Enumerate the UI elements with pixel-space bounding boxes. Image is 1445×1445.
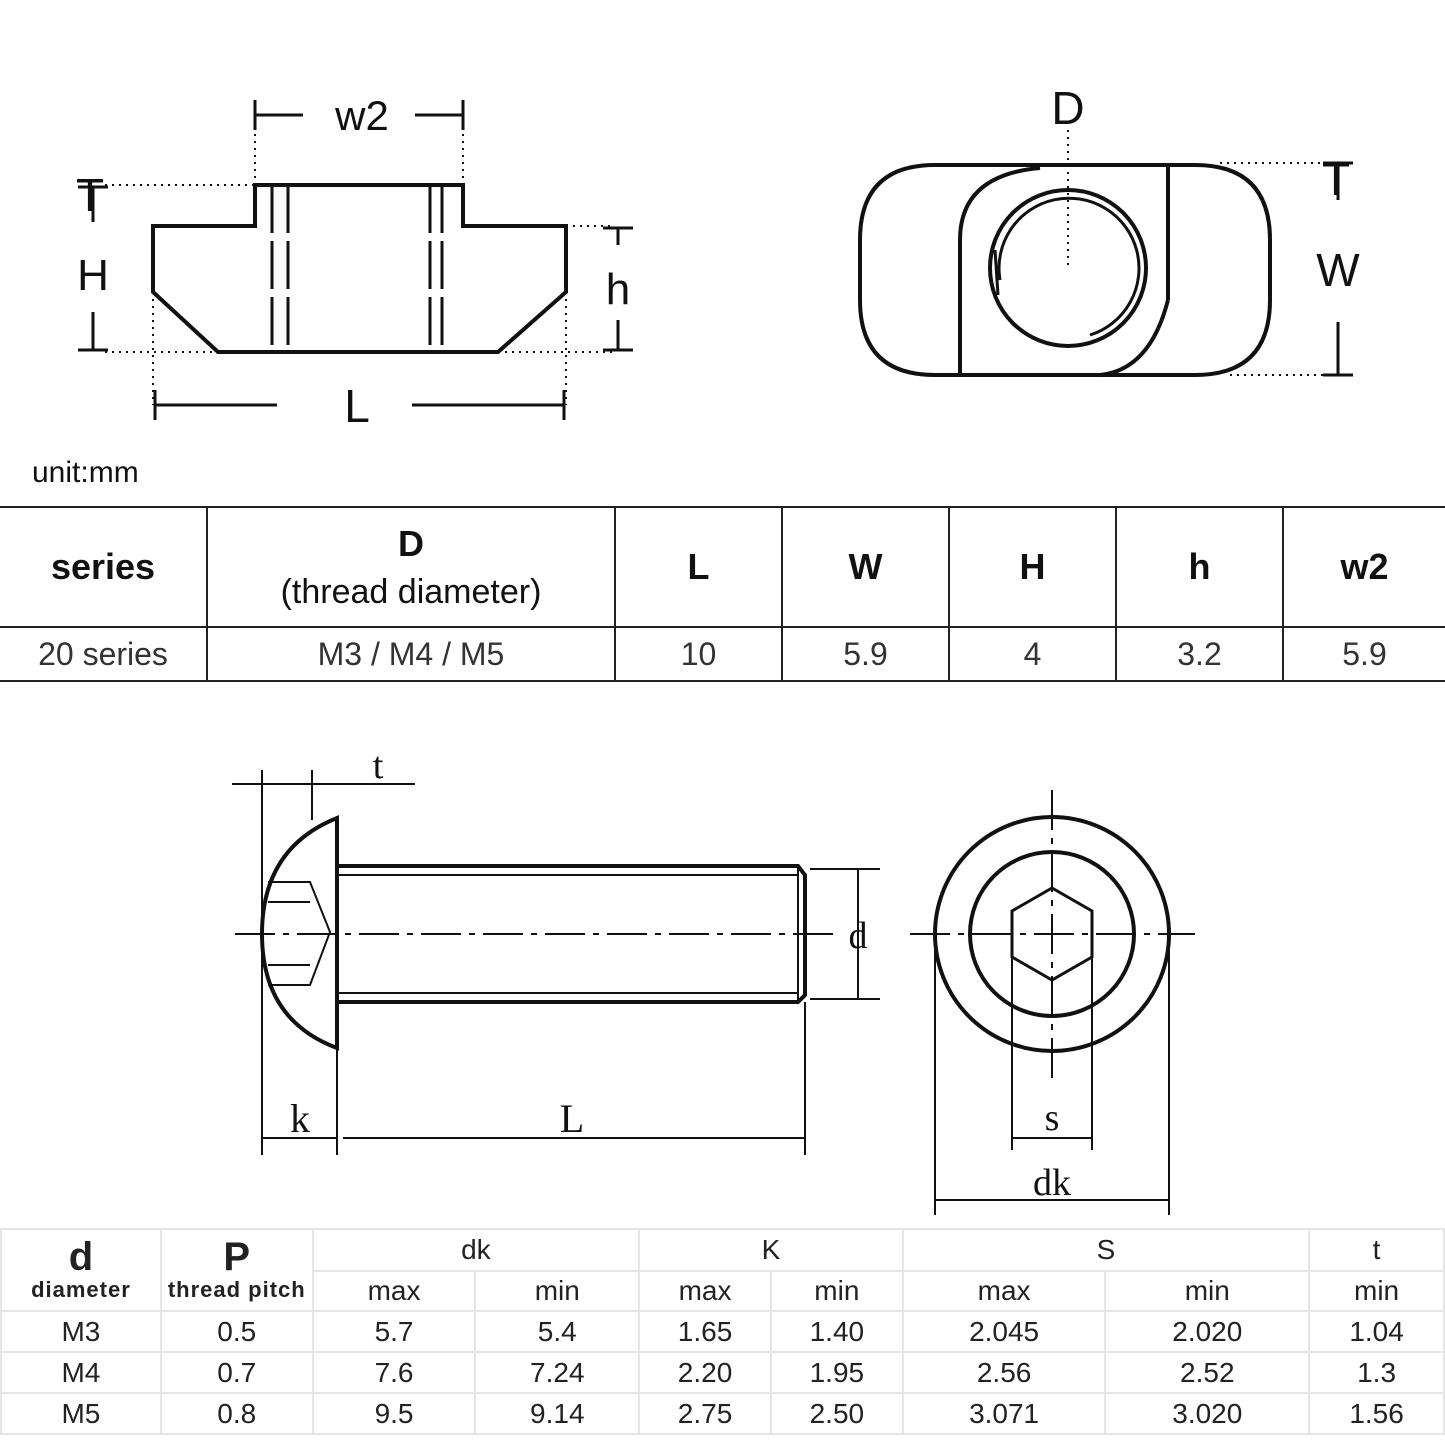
table-header-row: series D (thread diameter) L W H h w2 xyxy=(0,506,1445,628)
table-row: 20 series M3 / M4 / M5 10 5.9 4 3.2 5.9 xyxy=(0,627,1445,682)
header-D-sub: (thread diameter) xyxy=(280,572,542,611)
header-L: L xyxy=(615,506,783,628)
header-s-max: max xyxy=(901,1270,1107,1312)
cell-s-max: 2.045 xyxy=(901,1310,1107,1353)
label-k: k xyxy=(290,1096,310,1141)
header-H: H xyxy=(949,506,1117,628)
tnut-spec-table: series D (thread diameter) L W H h w2 20… xyxy=(0,506,1445,682)
table-row: M5 0.8 9.5 9.14 2.75 2.50 3.071 3.020 1.… xyxy=(0,1392,1445,1435)
cell-s-min: 3.020 xyxy=(1104,1392,1311,1435)
cell-t-min: 1.56 xyxy=(1308,1392,1445,1435)
cell-d: M5 xyxy=(0,1392,162,1435)
cell-dk-min: 9.14 xyxy=(474,1392,641,1435)
header-P-label: P xyxy=(223,1235,251,1279)
cell-d: M4 xyxy=(0,1351,162,1394)
cell-dk-min: 5.4 xyxy=(474,1310,641,1353)
cell-dk-max: 5.7 xyxy=(311,1310,477,1353)
label-w2: w2 xyxy=(334,92,389,139)
header-P-sub: thread pitch xyxy=(167,1277,306,1302)
cell-k-max: 2.20 xyxy=(638,1351,772,1394)
header-w2: w2 xyxy=(1283,506,1445,628)
cell-H: 4 xyxy=(949,627,1117,682)
cell-k-min: 1.40 xyxy=(769,1310,904,1353)
cell-P: 0.8 xyxy=(159,1392,314,1435)
tnut-top-view xyxy=(858,130,1353,377)
header-t-min: min xyxy=(1308,1270,1445,1312)
cell-series: 20 series xyxy=(0,627,208,682)
table-row: M4 0.7 7.6 7.24 2.20 1.95 2.56 2.52 1.3 xyxy=(0,1351,1445,1394)
header-S: S xyxy=(901,1228,1311,1272)
header-series: series xyxy=(0,506,208,628)
screw-side-view xyxy=(232,770,880,1155)
header-P: P thread pitch xyxy=(159,1228,314,1312)
label-D: D xyxy=(1051,82,1084,134)
cell-t-min: 1.04 xyxy=(1308,1310,1445,1353)
table-row: M3 0.5 5.7 5.4 1.65 1.40 2.045 2.020 1.0… xyxy=(0,1310,1445,1353)
header-d: d diameter xyxy=(0,1228,162,1312)
cell-dk-max: 7.6 xyxy=(311,1351,477,1394)
cell-k-max: 1.65 xyxy=(638,1310,772,1353)
label-T-left: T xyxy=(76,169,105,221)
cell-d: M3 xyxy=(0,1310,162,1353)
label-s: s xyxy=(1045,1097,1060,1139)
label-H: H xyxy=(77,251,109,300)
header-h: h xyxy=(1116,506,1284,628)
cell-w2: 5.9 xyxy=(1283,627,1445,682)
cell-P: 0.5 xyxy=(159,1310,314,1353)
cell-k-min: 1.95 xyxy=(769,1351,904,1394)
unit-label: unit:mm xyxy=(32,456,139,489)
header-dk: dk xyxy=(311,1228,641,1272)
header-s-min: min xyxy=(1104,1270,1311,1312)
table-header-row: d diameter P thread pitch dk K S t xyxy=(0,1228,1445,1312)
cell-D: M3 / M4 / M5 xyxy=(207,627,616,682)
cell-dk-max: 9.5 xyxy=(311,1392,477,1435)
label-screw-L: L xyxy=(560,1096,584,1141)
cell-h: 3.2 xyxy=(1116,627,1284,682)
cell-k-min: 2.50 xyxy=(769,1392,904,1435)
header-W: W xyxy=(782,506,950,628)
cell-s-max: 2.56 xyxy=(901,1351,1107,1394)
screw-spec-table: d diameter P thread pitch dk K S t max m… xyxy=(0,1228,1445,1435)
cell-s-min: 2.020 xyxy=(1104,1310,1311,1353)
label-t: t xyxy=(373,745,384,787)
label-W: W xyxy=(1316,244,1360,296)
header-dk-min: min xyxy=(474,1270,641,1312)
table-subheader-row: max min max min max min min xyxy=(1,1270,1445,1312)
cell-t-min: 1.3 xyxy=(1308,1351,1445,1394)
cell-P: 0.7 xyxy=(159,1351,314,1394)
header-d-sub: diameter xyxy=(31,1277,131,1302)
header-t: t xyxy=(1308,1228,1445,1272)
screw-head-view xyxy=(910,790,1195,1215)
label-dk: dk xyxy=(1033,1162,1071,1204)
cell-dk-min: 7.24 xyxy=(474,1351,641,1394)
label-L: L xyxy=(344,380,370,432)
cell-L: 10 xyxy=(615,627,783,682)
header-d-label: d xyxy=(68,1235,94,1279)
header-dk-max: max xyxy=(311,1270,477,1312)
header-D-label: D xyxy=(398,522,424,564)
label-T-right: T xyxy=(1322,153,1351,205)
cell-s-min: 2.52 xyxy=(1104,1351,1311,1394)
cell-k-max: 2.75 xyxy=(638,1392,772,1435)
header-D: D (thread diameter) xyxy=(207,506,616,628)
cell-s-max: 3.071 xyxy=(901,1392,1107,1435)
tnut-side-view xyxy=(78,100,633,420)
label-h: h xyxy=(606,265,630,314)
cell-W: 5.9 xyxy=(782,627,950,682)
header-k-min: min xyxy=(769,1270,904,1312)
label-d: d xyxy=(849,915,868,957)
header-k-max: max xyxy=(638,1270,772,1312)
header-K: K xyxy=(638,1228,904,1272)
